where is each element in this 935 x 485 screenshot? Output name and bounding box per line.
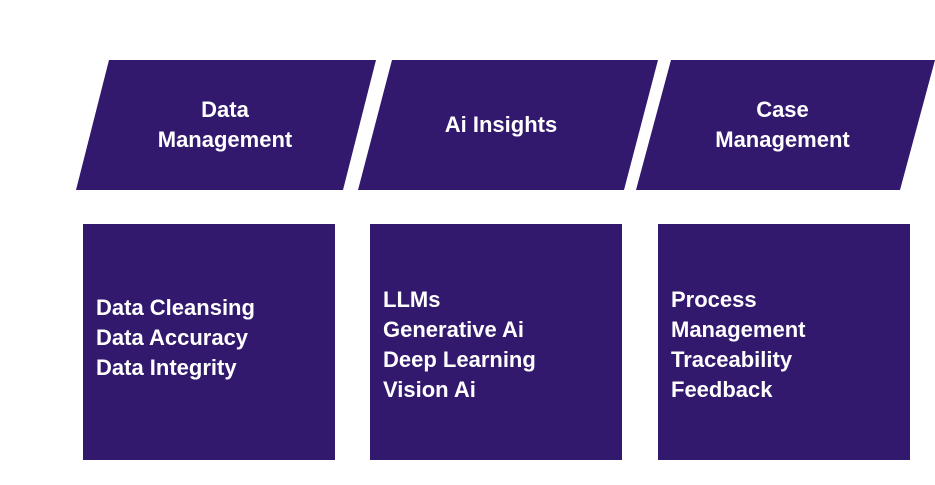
box-data-management: Data Cleansing Data Accuracy Data Integr… — [83, 224, 335, 460]
list-item: Data Integrity — [96, 355, 237, 380]
header-data-management: Data Management — [76, 60, 376, 190]
list-item: Deep Learning — [383, 347, 536, 372]
list-item: Data Cleansing — [96, 295, 255, 320]
header-label: Data Management — [157, 97, 293, 152]
list-item: Management — [671, 317, 806, 342]
list-item: Vision Ai — [383, 377, 476, 402]
list-item: LLMs — [383, 287, 441, 312]
header-label: Case Management — [715, 97, 850, 152]
header-case-management: Case Management — [636, 60, 935, 190]
box-ai-insights: LLMs Generative Ai Deep Learning Vision … — [370, 224, 622, 460]
header-ai-insights: Ai Insights — [358, 60, 658, 190]
list-item: Generative Ai — [383, 317, 525, 342]
box-case-management: Process Management Traceability Feedback — [658, 224, 910, 460]
header-label: Ai Insights — [444, 112, 558, 137]
list-item: Feedback — [671, 377, 773, 402]
list-item: Traceability — [671, 347, 793, 372]
list-item: Process — [671, 287, 757, 312]
list-item: Data Accuracy — [96, 325, 249, 350]
